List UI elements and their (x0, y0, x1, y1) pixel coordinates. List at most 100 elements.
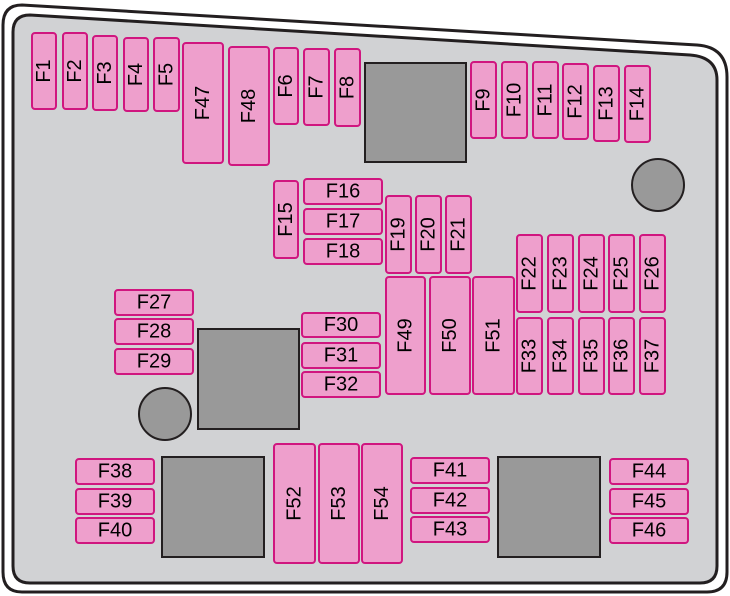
fuse-body (301, 342, 381, 369)
fuse-label: F10 (504, 83, 526, 117)
fuse-f10: F10 (501, 61, 528, 139)
fuse-label: F54 (371, 486, 393, 520)
fuse-label: F25 (611, 256, 633, 290)
fuse-label: F35 (581, 339, 603, 373)
fuse-body (593, 65, 620, 142)
fuse-f41: F41 (410, 457, 490, 484)
fuse-body (516, 234, 543, 313)
relay-block-bottom-right (497, 456, 601, 558)
fuse-body (516, 317, 543, 395)
fuse-label: F6 (275, 74, 297, 97)
fuse-f19: F19 (385, 195, 412, 274)
fuse-f34: F34 (547, 317, 574, 395)
fuse-label: F31 (324, 345, 358, 367)
fuse-body (153, 37, 180, 112)
fuse-label: F1 (33, 59, 55, 82)
fuse-body (410, 516, 490, 543)
fuse-body (123, 37, 149, 112)
fuse-f13: F13 (593, 65, 620, 142)
fuse-body (303, 178, 383, 205)
fuse-f18: F18 (303, 238, 383, 265)
fuse-f8: F8 (334, 48, 361, 127)
fuse-body (303, 238, 383, 265)
fuse-f20: F20 (415, 195, 442, 274)
fuse-f45: F45 (609, 488, 689, 515)
fuse-body (470, 61, 497, 139)
fuse-f16: F16 (303, 178, 383, 205)
fuse-body (228, 46, 270, 166)
fuse-f27: F27 (114, 289, 194, 316)
fuse-label: F48 (238, 89, 260, 123)
fuse-label: F21 (448, 217, 470, 251)
fuse-label: F23 (550, 256, 572, 290)
fuse-label: F41 (433, 460, 467, 482)
fuse-body (301, 371, 381, 398)
fuse-body (532, 61, 559, 139)
fuse-label: F18 (326, 241, 360, 263)
fuse-label: F29 (137, 351, 171, 373)
fuse-f5: F5 (153, 37, 180, 112)
fuse-body (609, 458, 689, 485)
fuse-body (361, 443, 403, 564)
fuse-f29: F29 (114, 348, 194, 375)
fuse-f17: F17 (303, 208, 383, 235)
fuse-body (429, 276, 471, 395)
fuse-body (410, 487, 490, 514)
relay-block-bottom-left (161, 456, 265, 558)
fuse-label: F53 (328, 486, 350, 520)
fuse-body (608, 234, 635, 313)
fuse-body (445, 195, 472, 274)
fuse-label: F34 (550, 339, 572, 373)
fuse-body (415, 195, 442, 274)
fuse-body (273, 47, 299, 125)
fuse-f3: F3 (92, 35, 118, 111)
fuse-f40: F40 (75, 517, 155, 544)
fuse-label: F12 (565, 84, 587, 118)
fuse-f49: F49 (385, 276, 426, 395)
mounting-hole-left (138, 387, 192, 441)
fuse-label: F26 (642, 256, 664, 290)
fuse-body (385, 195, 412, 274)
fuse-body (273, 180, 299, 259)
fuse-label: F38 (98, 461, 132, 483)
fuse-label: F42 (433, 490, 467, 512)
fuse-body (114, 318, 194, 345)
fuse-label: F9 (473, 88, 495, 111)
fuse-body (578, 234, 605, 313)
fuse-label: F33 (519, 339, 541, 373)
fuse-f22: F22 (516, 234, 543, 313)
fuse-label: F19 (388, 217, 410, 251)
fuse-f14: F14 (624, 65, 651, 143)
fuse-label: F36 (611, 339, 633, 373)
fuse-body (182, 42, 224, 164)
fuse-body (472, 276, 515, 395)
relay-block-top (364, 62, 467, 163)
fuse-f44: F44 (609, 458, 689, 485)
fuse-body (92, 35, 118, 111)
fuse-f52: F52 (273, 443, 316, 564)
fuse-label: F4 (125, 63, 147, 86)
fuse-label: F47 (192, 86, 214, 120)
fuse-f36: F36 (608, 317, 635, 395)
fuse-f31: F31 (301, 342, 381, 369)
fuse-body (609, 488, 689, 515)
mounting-hole-right (631, 158, 685, 212)
fuse-f11: F11 (532, 61, 559, 139)
fuse-body (303, 208, 383, 235)
fuse-body (547, 317, 574, 395)
fuse-f25: F25 (608, 234, 635, 313)
fuse-f39: F39 (75, 488, 155, 515)
fuse-body (547, 234, 574, 313)
fuse-label: F37 (642, 339, 664, 373)
fuse-label: F2 (64, 59, 86, 82)
fuse-body (385, 276, 426, 395)
fuse-f9: F9 (470, 61, 497, 139)
fuse-label: F43 (433, 519, 467, 541)
fuse-f30: F30 (301, 312, 381, 338)
fuse-body (31, 32, 57, 110)
fuse-body (334, 48, 361, 127)
fuse-f15: F15 (273, 180, 299, 259)
fuse-label: F13 (596, 86, 618, 120)
fuse-body (608, 317, 635, 395)
